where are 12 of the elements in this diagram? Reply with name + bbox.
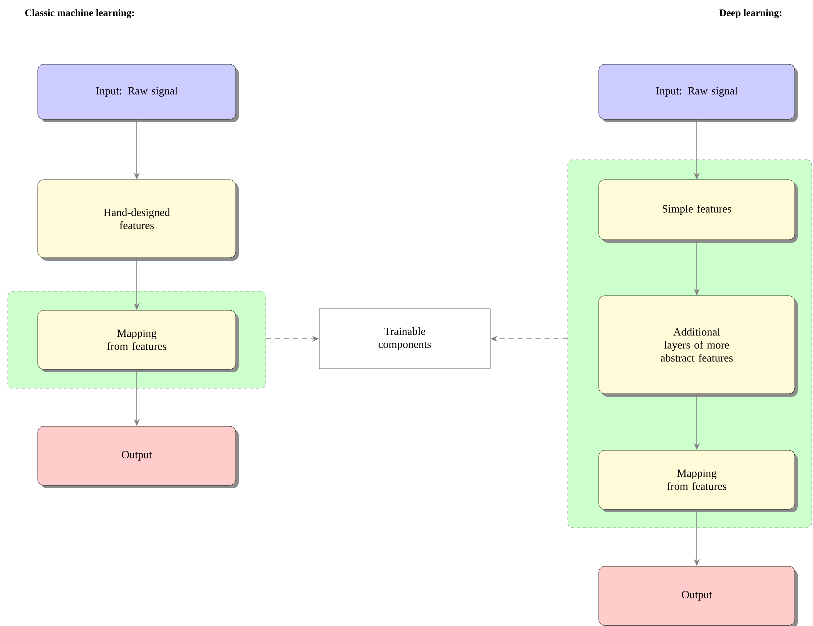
output-box: Output — [598, 566, 798, 626]
feature-box: Mapping from features — [38, 310, 239, 372]
feature-box: Additional layers of more abstract features — [598, 296, 798, 397]
feature-box: Simple features — [598, 180, 798, 243]
feature-box: Hand-designed features — [38, 180, 239, 261]
input-box: Input: Raw signal — [598, 64, 798, 122]
heading: Classic machine learning: — [26, 9, 134, 19]
heading: Deep learning: — [720, 9, 782, 19]
feature-box: Mapping from features — [598, 450, 798, 512]
process-box: Trainable components — [319, 308, 491, 370]
input-box: Input: Raw signal — [38, 64, 239, 122]
output-box: Output — [38, 426, 239, 488]
